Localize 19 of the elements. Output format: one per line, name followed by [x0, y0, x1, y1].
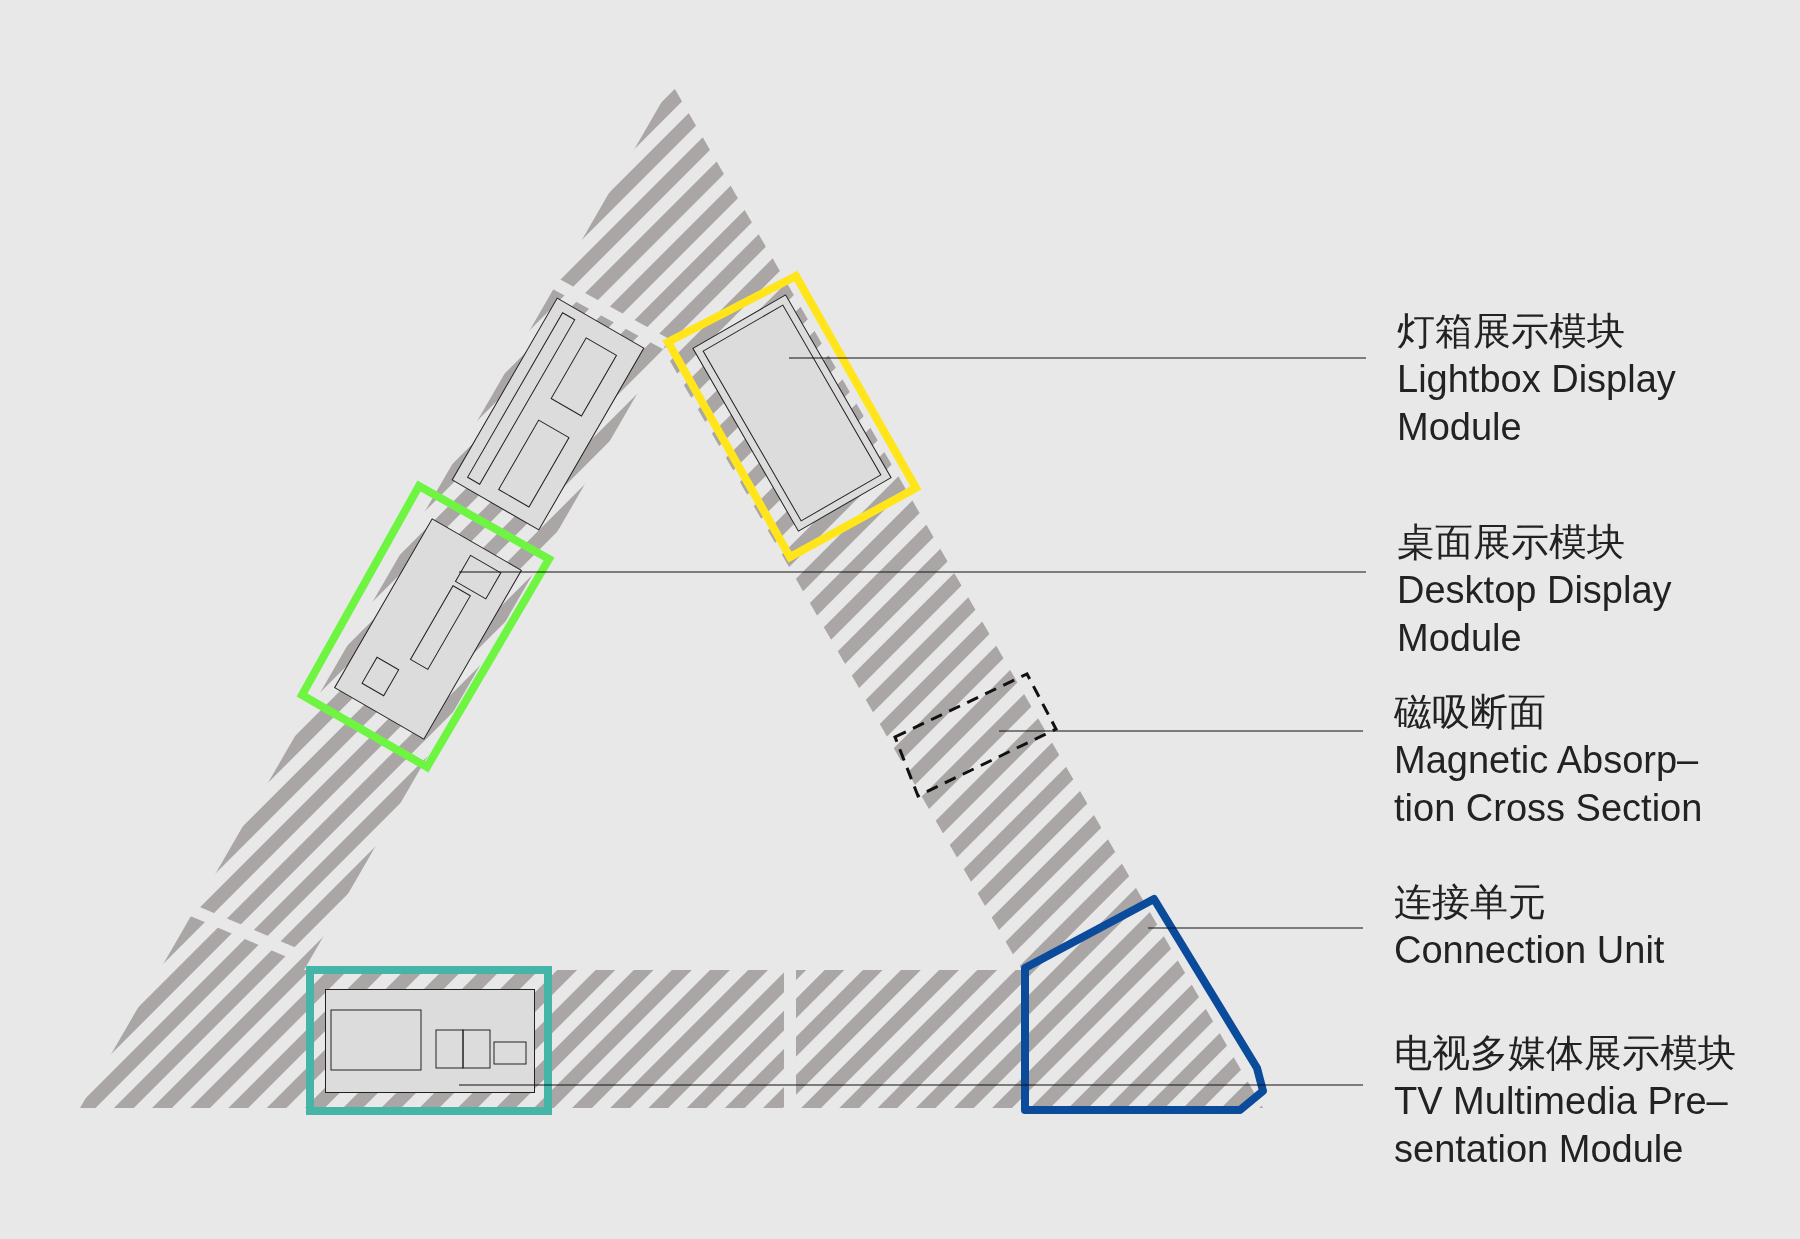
leader-line: [788, 357, 1367, 359]
module-title-chinese: 电视多媒体展示模块: [1394, 1031, 1736, 1076]
leader-line: [998, 730, 1364, 732]
module-title-english: Magnetic Absorp–tion Cross Section: [1394, 738, 1704, 831]
desktop-module-outline: [297, 481, 554, 772]
module-title-chinese: 磁吸断面: [1394, 690, 1546, 735]
cross-section-outline: [890, 669, 1061, 801]
leader-line: [1147, 927, 1364, 929]
module-title-chinese: 桌面展示模块: [1397, 520, 1625, 565]
lightbox-module-outline: [663, 271, 921, 562]
leader-line: [458, 571, 1367, 573]
tv-module-outline: [305, 965, 553, 1116]
module-title-english: Connection Unit: [1394, 928, 1665, 973]
module-title-english: TV Multimedia Pre–sentation Module: [1394, 1079, 1729, 1172]
module-title-english: Lightbox Display Module: [1397, 357, 1677, 450]
module-title-english: Desktop Display Module: [1397, 568, 1673, 661]
module-title-chinese: 灯箱展示模块: [1397, 309, 1625, 354]
connection-unit-outline: [1020, 894, 1268, 1115]
module-title-chinese: 连接单元: [1394, 880, 1546, 925]
